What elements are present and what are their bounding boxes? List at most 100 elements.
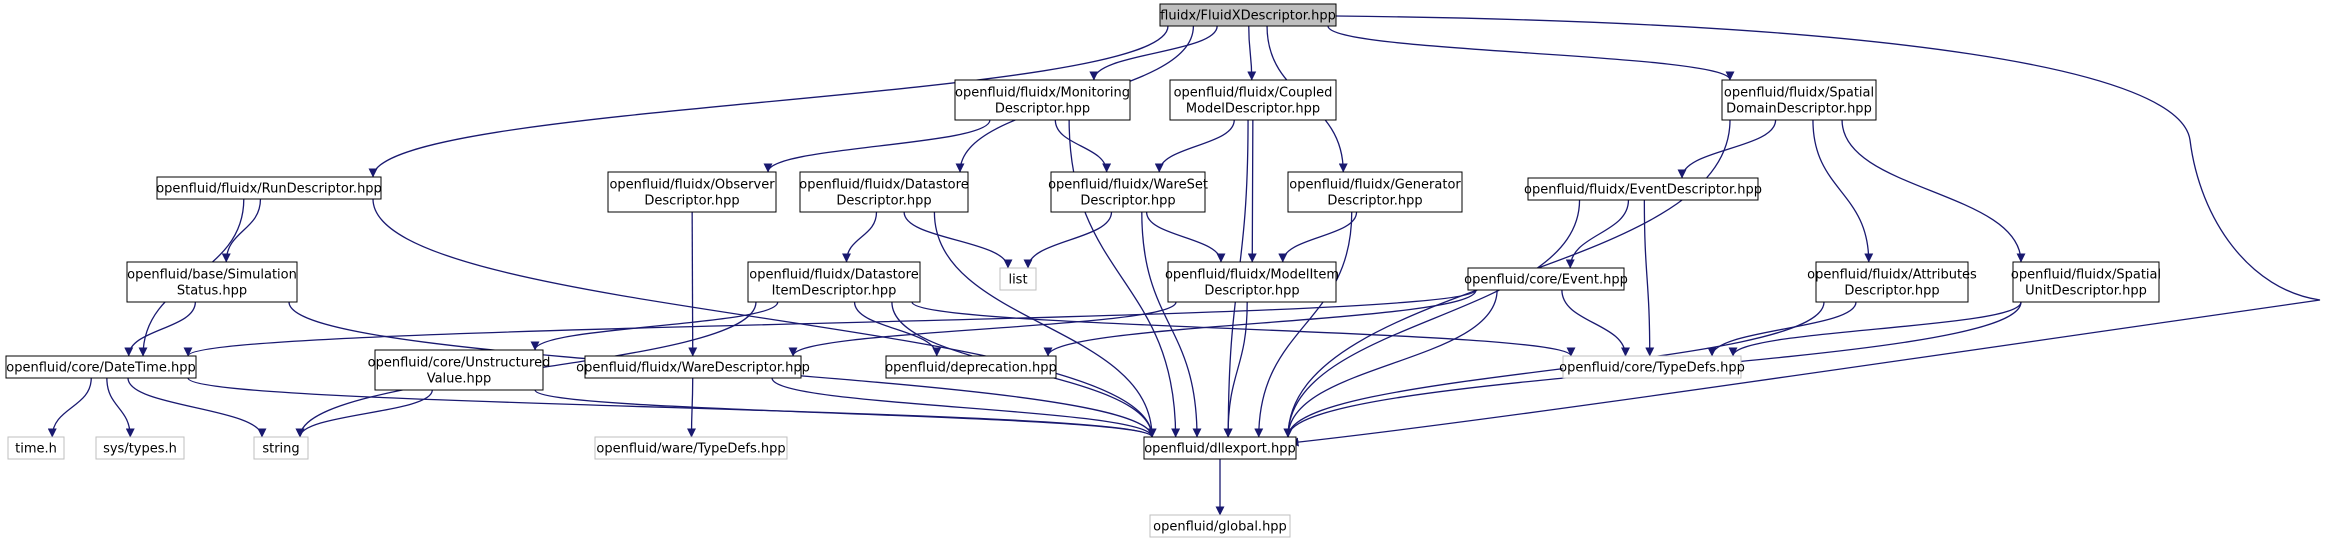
node-datetime[interactable]: openfluid/core/DateTime.hpp (5, 355, 197, 379)
edge-waredesc-to-waretypedefs (687, 377, 697, 438)
edge-datetime-to-timeh (47, 377, 92, 438)
node-box (1169, 79, 1337, 121)
node-label: Descriptor.hpp (1844, 284, 1939, 299)
node-root[interactable]: fluidx/FluidXDescriptor.hpp (1159, 3, 1337, 27)
node-label: Descriptor.hpp (1204, 284, 1299, 299)
edge-modelitem-to-dllexport (1223, 301, 1248, 438)
node-box (5, 355, 197, 379)
node-global: openfluid/global.hpp (1149, 514, 1291, 538)
node-box (607, 171, 777, 213)
edge-datastoreitem-to-unstructured (530, 301, 779, 351)
node-label: openfluid/fluidx/ModelItem (1165, 268, 1339, 283)
node-box (374, 349, 544, 391)
node-waretypedefs: openfluid/ware/TypeDefs.hpp (594, 436, 788, 460)
node-box (1050, 171, 1206, 213)
edge-generator-to-modelitem (1278, 211, 1358, 263)
node-label: UnitDescriptor.hpp (2025, 284, 2147, 299)
node-label: Descriptor.hpp (644, 194, 739, 209)
edge-spatialdomain-to-spatialunit (1841, 119, 2026, 263)
edge-coupled-to-wareset (1154, 119, 1235, 173)
edge-modelitem-to-waredesc (788, 301, 1177, 357)
node-spatialdomain[interactable]: openfluid/fluidx/SpatialDomainDescriptor… (1721, 79, 1877, 121)
edge-spatialdomain-to-attributes (1812, 119, 1874, 263)
node-list: list (999, 267, 1037, 291)
node-label: openfluid/fluidx/Coupled (1174, 86, 1333, 101)
node-box (1167, 261, 1337, 303)
node-box (1143, 436, 1297, 460)
node-label: openfluid/fluidx/RunDescriptor.hpp (156, 182, 382, 197)
node-spatialunit[interactable]: openfluid/fluidx/SpatialUnitDescriptor.h… (2011, 261, 2161, 303)
node-label: openfluid/fluidx/Datastore (749, 268, 918, 283)
edge-wareset-to-modelitem (1145, 211, 1226, 263)
node-label: openfluid/fluidx/Datastore (799, 178, 968, 193)
edge-attributes-to-coretypedefs (1707, 301, 1857, 357)
edges-layer (47, 15, 2321, 516)
node-box (1721, 79, 1877, 121)
node-label: Value.hpp (427, 372, 492, 387)
edge-simstatus-to-datetime (124, 301, 196, 357)
node-dllexport[interactable]: openfluid/dllexport.hpp (1143, 436, 1297, 460)
edge-datetime-to-systypes (106, 377, 135, 438)
node-label: Status.hpp (177, 284, 247, 299)
node-label: openfluid/fluidx/Spatial (2011, 268, 2161, 283)
node-datastoreitem[interactable]: openfluid/fluidx/DatastoreItemDescriptor… (747, 261, 921, 303)
node-label: openfluid/core/Unstructured (368, 356, 551, 371)
node-attributes[interactable]: openfluid/fluidx/AttributesDescriptor.hp… (1807, 261, 1977, 303)
edge-eventdesc-to-dllexport (1283, 199, 1581, 438)
node-waredesc[interactable]: openfluid/fluidx/WareDescriptor.hpp (576, 355, 810, 379)
node-label: openfluid/ware/TypeDefs.hpp (596, 442, 785, 457)
edge-coupled-to-modelitem (1247, 119, 1257, 263)
node-label: openfluid/global.hpp (1153, 520, 1287, 535)
edge-wareset-to-dllexport (1141, 211, 1202, 438)
node-label: Descriptor.hpp (995, 102, 1090, 117)
node-box (1562, 355, 1742, 379)
node-label: openfluid/fluidx/Attributes (1807, 268, 1977, 283)
edge-eventdesc-to-coretypedefs (1643, 199, 1655, 357)
edge-root-to-dllexport (1289, 15, 2321, 447)
edge-root-to-monitoring (1089, 25, 1218, 81)
node-box (126, 261, 298, 303)
edge-spatialunit-to-coretypedefs (1728, 301, 2022, 357)
nodes-layer: fluidx/FluidXDescriptor.hpp openfluid/flu… (5, 3, 2161, 538)
node-label: list (1008, 273, 1027, 288)
node-label: ItemDescriptor.hpp (772, 284, 897, 299)
node-run[interactable]: openfluid/fluidx/RunDescriptor.hpp (156, 176, 382, 200)
node-label: Descriptor.hpp (1327, 194, 1422, 209)
node-eventdesc[interactable]: openfluid/fluidx/EventDescriptor.hpp (1524, 177, 1762, 201)
node-deprecation[interactable]: openfluid/deprecation.hpp (885, 355, 1057, 379)
node-coupled[interactable]: openfluid/fluidx/CoupledModelDescriptor.… (1169, 79, 1337, 121)
edge-run-to-simstatus (221, 198, 262, 263)
edge-datastore-to-list (903, 211, 1013, 269)
node-label: openfluid/fluidx/WareSet (1048, 178, 1208, 193)
edge-event-to-datetime (183, 289, 1477, 357)
node-label: openfluid/fluidx/EventDescriptor.hpp (1524, 183, 1762, 198)
node-label: sys/types.h (103, 442, 177, 457)
node-label: time.h (15, 442, 57, 457)
edge-generator-to-dllexport (1254, 211, 1353, 438)
node-box (1287, 171, 1463, 213)
edge-waredesc-to-dllexport (771, 377, 1157, 438)
node-label: openfluid/base/Simulation (127, 268, 297, 283)
edge-root-to-coupled (1247, 25, 1257, 81)
node-event[interactable]: openfluid/core/Event.hpp (1464, 267, 1628, 291)
node-string: string (253, 436, 309, 460)
node-monitoring[interactable]: openfluid/fluidx/MonitoringDescriptor.hp… (954, 79, 1131, 121)
edge-datastoreitem-to-deprecation (853, 301, 942, 357)
edge-run-to-dllexport (372, 198, 1157, 438)
node-systypes: sys/types.h (95, 436, 185, 460)
edge-datetime-to-string (127, 377, 267, 438)
edge-datetime-to-dllexport (187, 377, 1157, 438)
node-label: Descriptor.hpp (836, 194, 931, 209)
node-box (2012, 261, 2160, 303)
edge-root-to-spatialdomain (1327, 25, 1735, 81)
node-timeh: time.h (7, 436, 65, 460)
node-coretypedefs: openfluid/core/TypeDefs.hpp (1559, 355, 1745, 379)
node-label: openfluid/core/Event.hpp (1464, 273, 1628, 288)
